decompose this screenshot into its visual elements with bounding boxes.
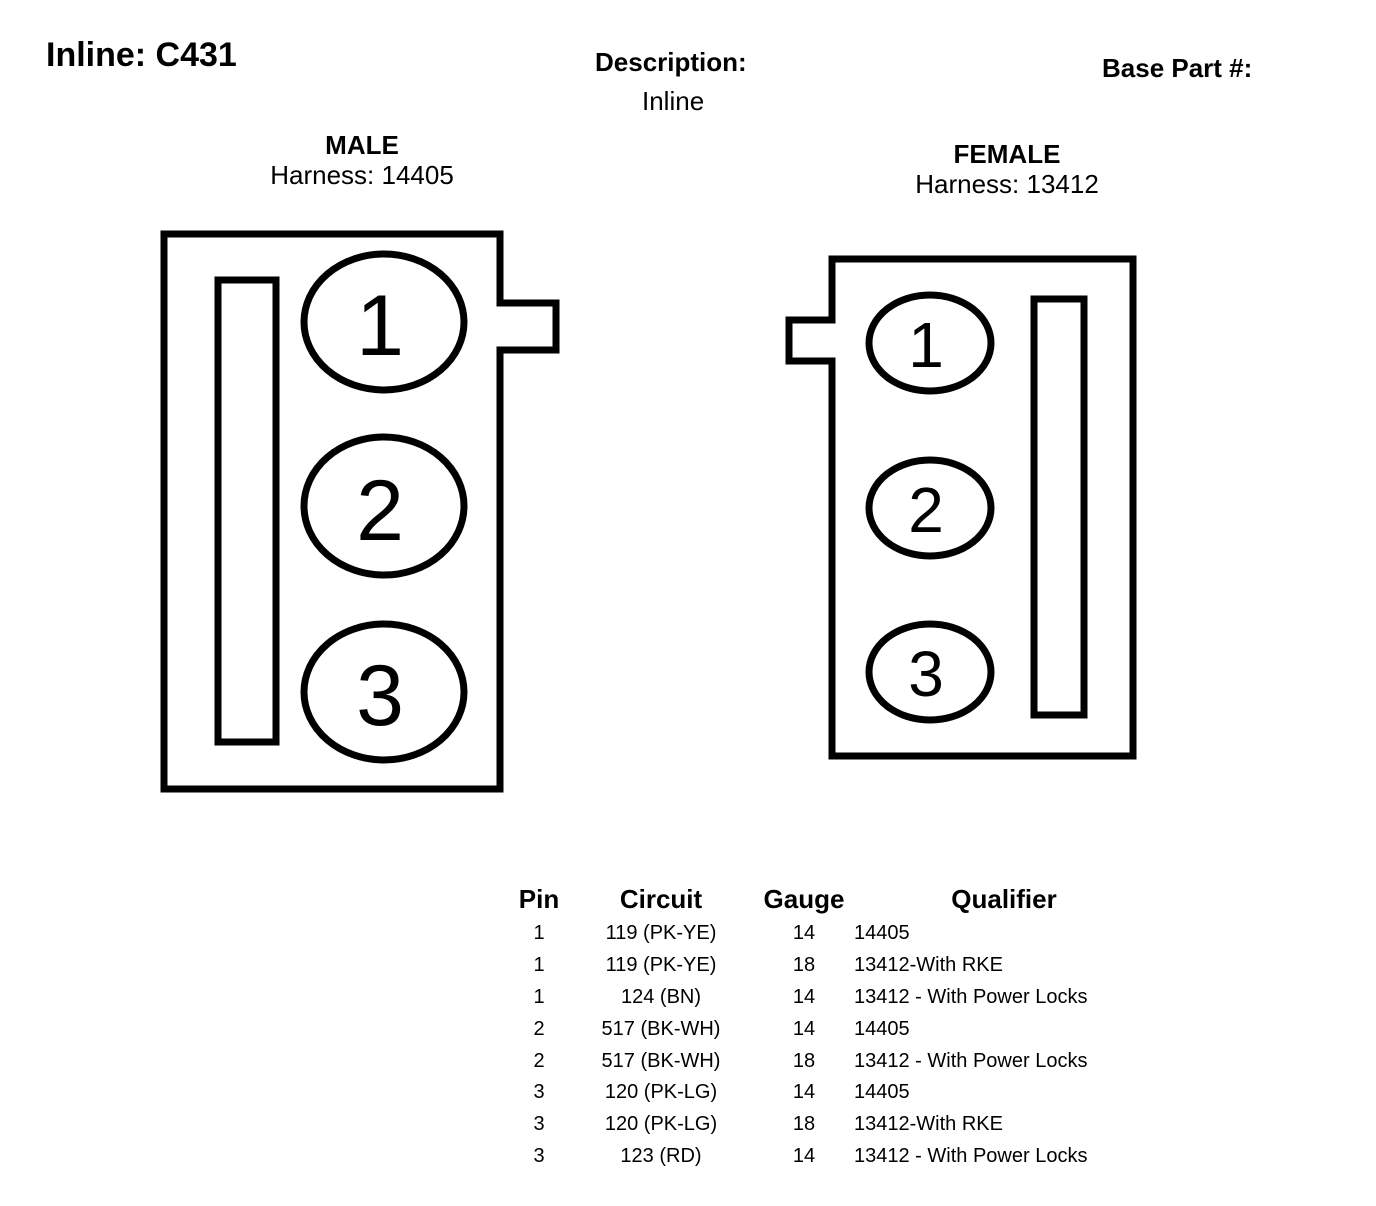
female-connector-housing bbox=[785, 255, 1137, 760]
female-harness-label: Harness: 13412 bbox=[915, 169, 1099, 199]
table-row: 3 120 (PK-LG) 18 13412-With RKE bbox=[510, 1109, 1154, 1141]
qualifier-cell: 13412-With RKE bbox=[854, 1113, 1003, 1136]
male-gender-label: MALE bbox=[325, 130, 399, 160]
pin-header: Pin bbox=[518, 883, 560, 914]
circuit-cell: 120 (PK-LG) bbox=[604, 1113, 718, 1136]
gauge-cell: 14 bbox=[792, 1144, 816, 1167]
qualifier-cell: 14405 bbox=[854, 922, 910, 945]
male-connector-heading: MALE Harness: 14405 bbox=[182, 130, 542, 190]
female-pin-2-label: 2 bbox=[908, 474, 944, 546]
qualifier-cell: 13412 - With Power Locks bbox=[854, 1049, 1088, 1072]
gauge-cell: 14 bbox=[792, 922, 816, 945]
qualifier-header: Qualifier bbox=[951, 883, 1057, 914]
table-row: 2 517 (BK-WH) 14 14405 bbox=[510, 1013, 1154, 1045]
table-row: 1 124 (BN) 14 13412 - With Power Locks bbox=[510, 982, 1154, 1014]
qualifier-cell: 13412 - With Power Locks bbox=[854, 1144, 1088, 1167]
gauge-header: Gauge bbox=[763, 883, 845, 914]
male-pin-2-cavity bbox=[300, 433, 468, 579]
table-row: 3 123 (RD) 14 13412 - With Power Locks bbox=[510, 1141, 1154, 1173]
female-pin-3-cavity bbox=[865, 620, 995, 724]
circuit-cell: 123 (RD) bbox=[620, 1144, 702, 1167]
gauge-cell: 14 bbox=[792, 1081, 816, 1104]
gauge-cell: 14 bbox=[792, 985, 816, 1008]
pin-cell: 2 bbox=[533, 1049, 545, 1072]
male-pin-1-label: 1 bbox=[356, 278, 404, 374]
pin-cell: 3 bbox=[533, 1113, 545, 1136]
table-row: 1 119 (PK-YE) 18 13412-With RKE bbox=[510, 950, 1154, 982]
qualifier-cell: 14405 bbox=[854, 1081, 910, 1104]
circuit-cell: 120 (PK-LG) bbox=[604, 1081, 718, 1104]
female-locking-bar bbox=[1030, 295, 1088, 719]
female-pin-2-cavity bbox=[865, 456, 995, 560]
gauge-cell: 18 bbox=[792, 1049, 816, 1072]
gauge-cell: 18 bbox=[792, 954, 816, 977]
connector-title: Inline: C431 bbox=[46, 36, 237, 74]
qualifier-cell: 13412-With RKE bbox=[854, 954, 1003, 977]
male-pin-3-cavity bbox=[300, 620, 468, 764]
pin-cell: 3 bbox=[533, 1144, 545, 1167]
male-locking-bar bbox=[214, 276, 280, 746]
base-part-label: Base Part #: bbox=[1102, 53, 1253, 83]
table-row: 3 120 (PK-LG) 14 14405 bbox=[510, 1077, 1154, 1109]
circuit-cell: 517 (BK-WH) bbox=[601, 1017, 721, 1040]
circuit-header: Circuit bbox=[619, 883, 703, 914]
female-connector-heading: FEMALE Harness: 13412 bbox=[827, 139, 1187, 199]
male-pin-2-label: 2 bbox=[356, 463, 404, 559]
male-connector bbox=[160, 230, 560, 793]
pin-table: Pin Circuit Gauge Qualifier 1 119 (PK-YE… bbox=[510, 880, 1154, 1172]
circuit-cell: 124 (BN) bbox=[620, 985, 702, 1008]
circuit-cell: 517 (BK-WH) bbox=[601, 1049, 721, 1072]
table-row: 1 119 (PK-YE) 14 14405 bbox=[510, 918, 1154, 950]
pin-table-header: Pin Circuit Gauge Qualifier bbox=[510, 880, 1154, 918]
female-pin-3-label: 3 bbox=[908, 638, 944, 710]
pin-cell: 2 bbox=[533, 1017, 545, 1040]
female-pin-1-label: 1 bbox=[908, 309, 944, 381]
table-row: 2 517 (BK-WH) 18 13412 - With Power Lock… bbox=[510, 1045, 1154, 1077]
female-gender-label: FEMALE bbox=[953, 139, 1061, 169]
male-connector-housing bbox=[160, 230, 560, 793]
pin-cell: 1 bbox=[533, 985, 545, 1008]
description-value: Inline bbox=[642, 86, 705, 116]
gauge-cell: 18 bbox=[792, 1113, 816, 1136]
qualifier-cell: 13412 - With Power Locks bbox=[854, 985, 1088, 1008]
male-pin-3-label: 3 bbox=[356, 648, 404, 744]
circuit-cell: 119 (PK-YE) bbox=[605, 954, 717, 977]
qualifier-cell: 14405 bbox=[854, 1017, 910, 1040]
pin-cell: 1 bbox=[533, 954, 545, 977]
pin-cell: 3 bbox=[533, 1081, 545, 1104]
female-pin-1-cavity bbox=[865, 291, 995, 395]
male-harness-label: Harness: 14405 bbox=[270, 160, 454, 190]
pin-cell: 1 bbox=[533, 922, 545, 945]
gauge-cell: 14 bbox=[792, 1017, 816, 1040]
description-label: Description: bbox=[595, 47, 747, 77]
female-connector bbox=[785, 255, 1137, 760]
circuit-cell: 119 (PK-YE) bbox=[605, 922, 717, 945]
male-pin-1-cavity bbox=[300, 250, 468, 394]
